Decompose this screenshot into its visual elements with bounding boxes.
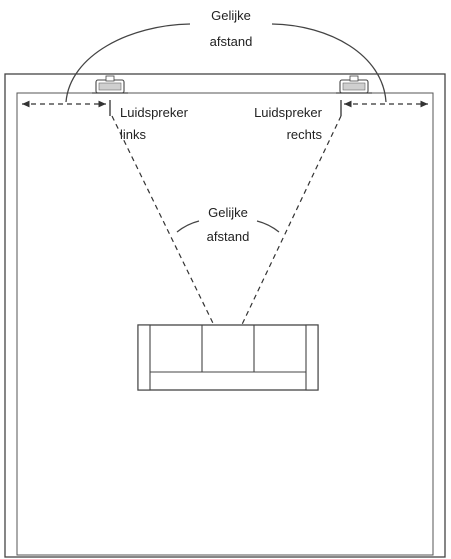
- sofa-armrest-right: [305, 324, 319, 391]
- middle-distance-label-line2: afstand: [207, 229, 250, 244]
- top-distance-label-line1: Gelijke: [211, 8, 251, 23]
- speaker-right-label-line2: rechts: [287, 127, 323, 142]
- speaker-right-label-line1: Luidspreker: [254, 105, 323, 120]
- speaker-right: [336, 75, 372, 94]
- room-outer-wall: [4, 73, 446, 558]
- speaker-left-grille: [98, 82, 122, 91]
- speaker-left-label-line1: Luidspreker: [120, 105, 189, 120]
- listening-line-right: [227, 115, 342, 355]
- listening-line-left: [111, 115, 229, 355]
- top-distance-arc-right: [271, 23, 387, 103]
- speaker-left-label-line2: links: [120, 127, 147, 142]
- middle-distance-arc-left: [176, 220, 200, 233]
- speaker-right-grille: [342, 82, 366, 91]
- sofa-armrest-left: [137, 324, 151, 391]
- middle-distance-arc-right: [256, 220, 280, 233]
- top-distance-label-line2: afstand: [210, 34, 253, 49]
- speaker-left: [92, 75, 128, 94]
- sofa: [137, 324, 319, 391]
- top-distance-arc-left: [65, 23, 191, 103]
- middle-distance-label-line1: Gelijke: [208, 205, 248, 220]
- room-inner-wall: [16, 92, 434, 556]
- sofa-frame: [137, 324, 319, 391]
